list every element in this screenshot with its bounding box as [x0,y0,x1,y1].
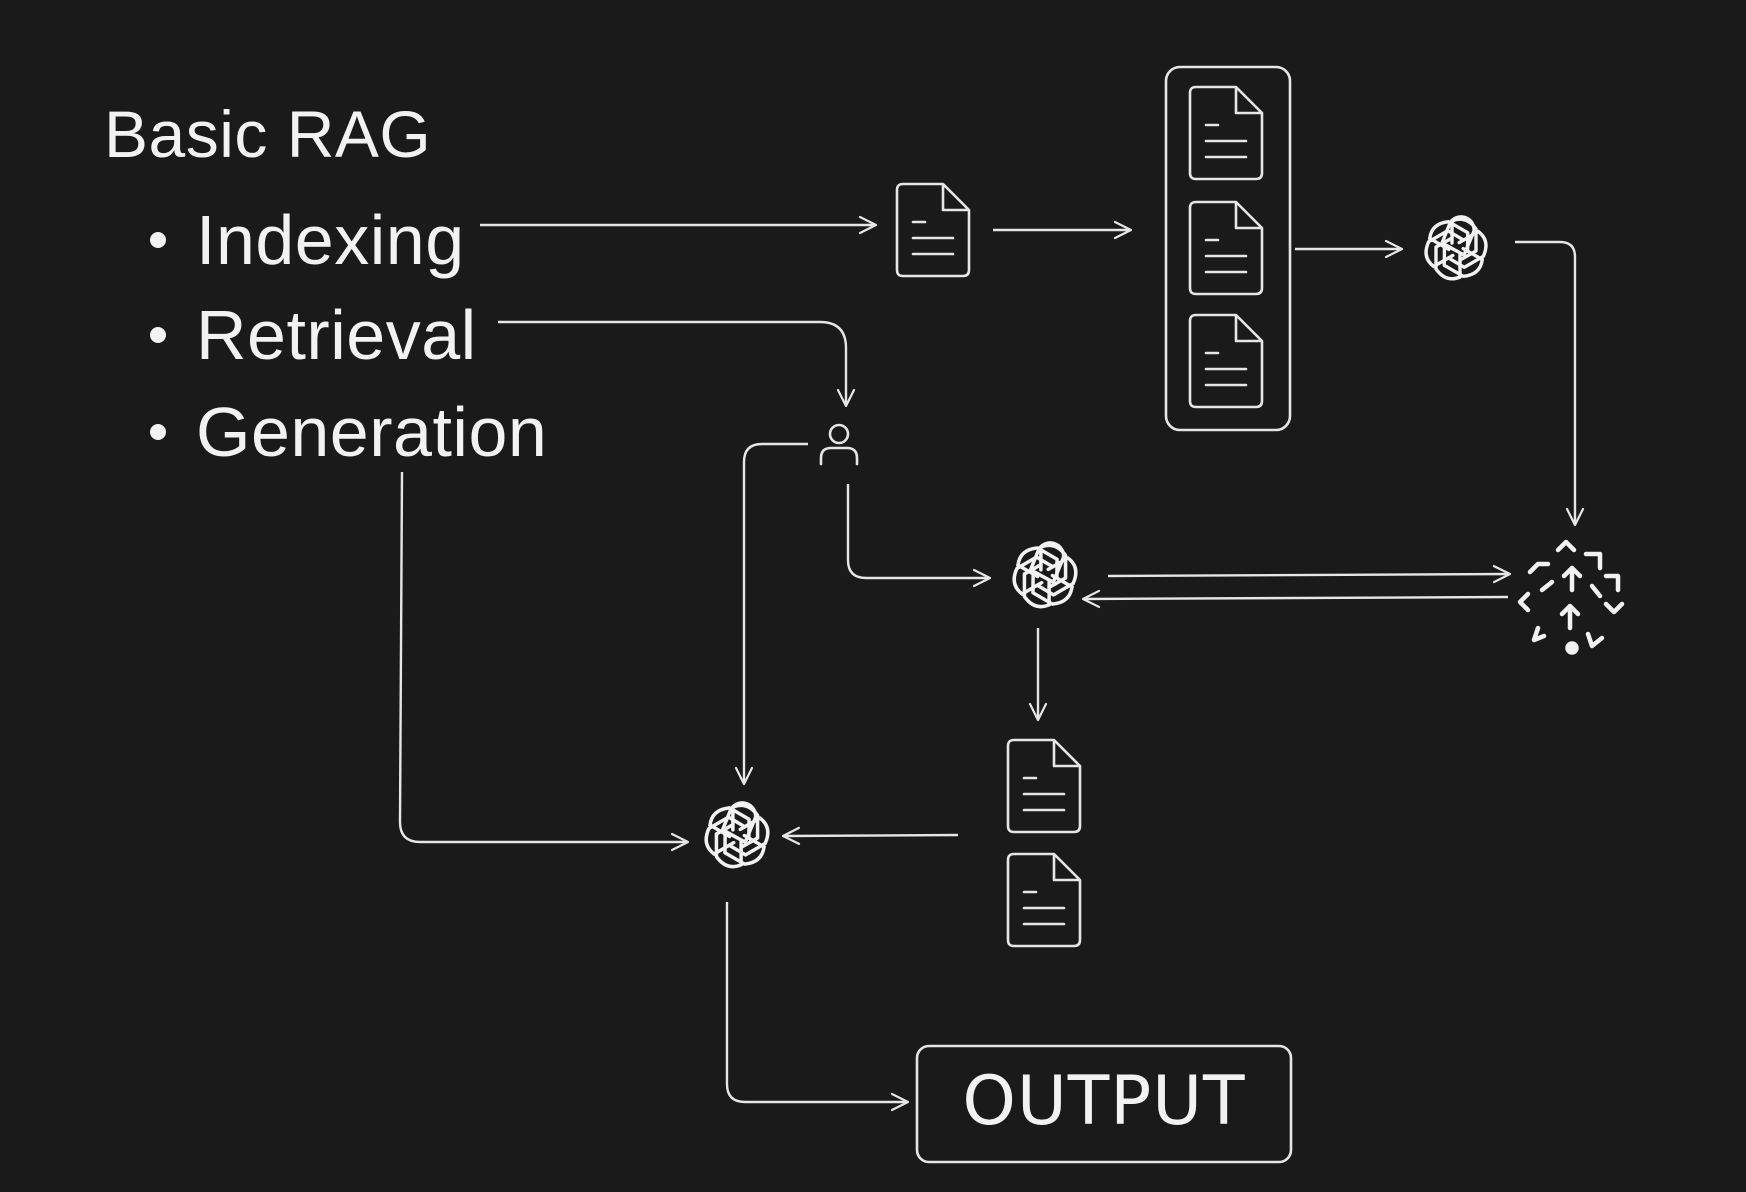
document-chunk-icon [1188,313,1264,409]
bullet-retrieval: Retrieval [150,295,477,375]
openai-logo-icon [1420,217,1492,281]
arrow-generator-to-output [725,902,910,1112]
vector-store-icon [1517,539,1625,655]
document-chunk-icon [1188,85,1264,181]
arrow-generation-to-generator [398,471,690,852]
arrow-vectorstore-to-llm [1081,589,1509,609]
retrieved-document-icon [1006,852,1082,948]
bullet-label-retrieval: Retrieval [196,296,477,374]
user-icon [819,423,859,466]
bullet-generation: Generation [150,392,547,472]
document-chunk-icon [1188,200,1264,296]
openai-logo-icon [700,803,774,869]
split-documents-container [1164,65,1292,432]
bullet-dot [150,327,166,343]
arrow-embedder-to-vectorstore [1515,240,1585,527]
bullet-label-indexing: Indexing [196,201,465,279]
arrow-retrieval-to-user [498,320,856,408]
bullet-dot [150,232,166,248]
arrow-user-to-llm [846,484,992,588]
arrow-docs-to-generator [781,826,959,846]
output-box [915,1044,1293,1164]
diagram-title: Basic RAG [104,97,432,171]
openai-logo-icon [1008,543,1082,609]
arrow-user-to-generator [734,442,808,786]
bullet-dot [150,424,166,440]
bullet-indexing: Indexing [150,200,465,280]
output-label: OUTPUT [962,1062,1245,1141]
retrieved-document-icon [1006,738,1082,834]
arrow-llm-to-vectorstore [1107,564,1512,584]
bullet-label-generation: Generation [196,393,548,471]
document-icon [895,182,971,278]
